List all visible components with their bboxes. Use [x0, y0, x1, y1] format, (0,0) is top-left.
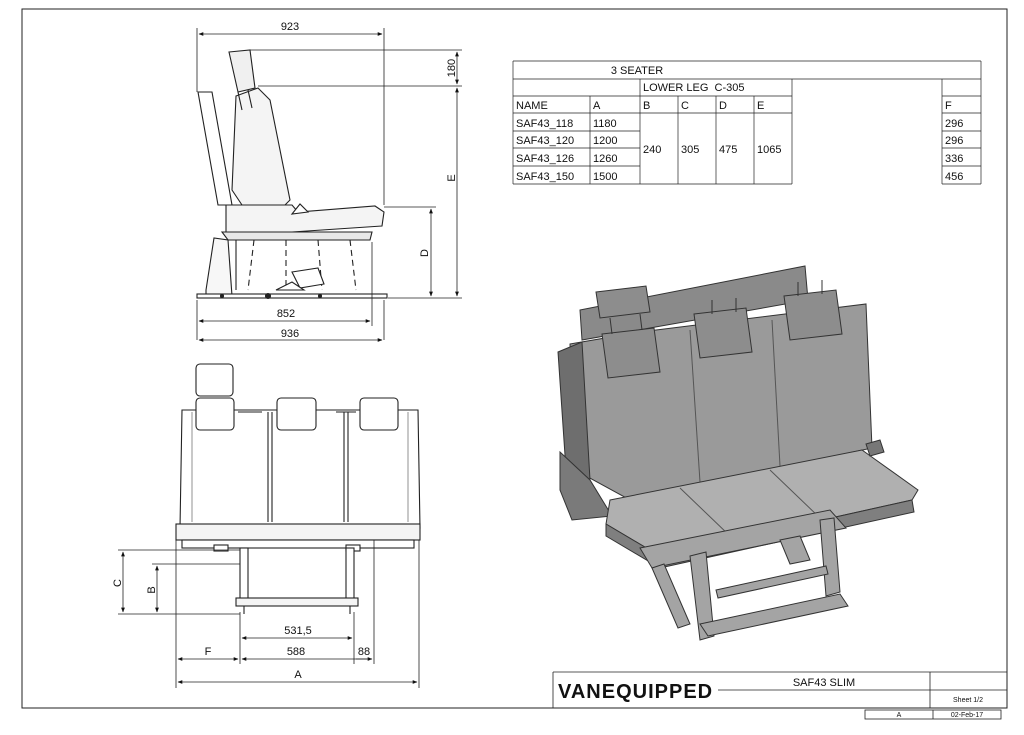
brand-logo: VANEQUIPPED	[558, 681, 713, 703]
dim-531-label: 531,5	[284, 625, 312, 637]
table-cell: 1260	[593, 153, 617, 165]
side-view: 923 180 E D 852 936	[196, 21, 462, 342]
table-cell-b: 240	[643, 144, 661, 156]
dim-588-label: 588	[287, 646, 305, 658]
revision: A	[897, 712, 902, 719]
col-b: B	[643, 100, 650, 112]
table-cell: 456	[945, 171, 963, 183]
dim-f-label: F	[205, 646, 212, 658]
table-cell: 1180	[593, 118, 617, 130]
drawing-date: 02-Feb-17	[951, 712, 983, 719]
table-cell-d: 475	[719, 144, 737, 156]
table-title: 3 SEATER	[611, 65, 663, 77]
col-name: NAME	[516, 100, 548, 112]
dim-852-label: 852	[277, 308, 295, 320]
title-block	[552, 671, 1007, 720]
table-row: SAF43_126	[516, 153, 574, 165]
table-row: SAF43_150	[516, 171, 574, 183]
dim-923-label: 923	[281, 21, 299, 33]
dim-180-label: 180	[446, 59, 458, 77]
spec-table	[512, 60, 982, 185]
table-cell-c: 305	[681, 144, 699, 156]
dim-d-label: D	[419, 249, 431, 257]
dim-936-label: 936	[281, 328, 299, 340]
col-e: E	[757, 100, 764, 112]
front-view: C B 531,5 F 588 88 A	[112, 363, 421, 688]
table-cell: 336	[945, 153, 963, 165]
col-a: A	[593, 100, 601, 112]
isometric-seat-render	[557, 265, 919, 641]
table-row: SAF43_120	[516, 135, 574, 147]
dim-a-label: A	[294, 669, 302, 681]
product-name: SAF43 SLIM	[793, 677, 855, 689]
dim-e-label: E	[446, 174, 458, 181]
table-cell: 296	[945, 118, 963, 130]
front-view-dimensions	[118, 540, 420, 688]
table-group-header: LOWER LEG C-305	[643, 82, 744, 94]
front-view-seat-drawing	[175, 363, 421, 614]
dim-88-label: 88	[358, 646, 370, 658]
spec-table-text: 3 SEATER LOWER LEG C-305 NAME A B C D E …	[516, 65, 963, 183]
table-cell: 296	[945, 135, 963, 147]
sheet-border	[21, 8, 1008, 709]
col-d: D	[719, 100, 727, 112]
side-view-seat-drawing	[196, 49, 388, 300]
table-cell: 1500	[593, 171, 617, 183]
dim-c-label: C	[112, 579, 124, 587]
col-c: C	[681, 100, 689, 112]
table-cell-e: 1065	[757, 144, 781, 156]
dim-b-label: B	[146, 586, 158, 593]
side-view-dimensions	[196, 28, 462, 342]
sheet-number: Sheet 1/2	[953, 697, 983, 704]
table-cell: 1200	[593, 135, 617, 147]
table-row: SAF43_118	[516, 118, 573, 130]
col-f: F	[945, 100, 952, 112]
